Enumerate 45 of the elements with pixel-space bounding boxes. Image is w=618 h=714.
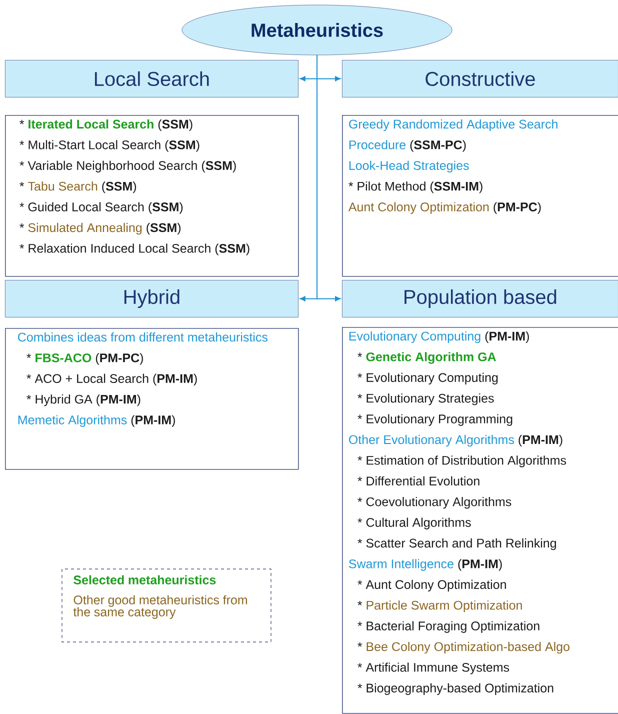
list-item: * Multi-Start Local Search (SSM)	[20, 140, 200, 152]
list-item: Memetic Algorithms (PM-IM)	[18, 415, 175, 427]
list-box	[342, 327, 618, 714]
list-item: * ACO + Local Search (PM-IM)	[26, 374, 197, 386]
list-item: Look-Head Strategies	[349, 160, 469, 172]
list-item: * Artificial Immune Systems	[358, 662, 510, 674]
list-item: * Iterated Local Search (SSM)	[20, 119, 192, 132]
list-item: * Evolutionary Programming	[358, 414, 512, 426]
list-item: * Particle Swarm Optimization	[358, 600, 522, 612]
list-item: * Aunt Colony Optimization	[358, 580, 506, 592]
list-item: * Genetic Algorithm GA	[358, 352, 496, 364]
list-item: * Biogeography-based Optimization	[358, 683, 554, 695]
list-item: * Bacterial Foraging Optimization	[358, 621, 540, 633]
list-item: Other Evolutionary Algorithms (PM-IM)	[349, 434, 562, 447]
connector-arrow	[316, 54, 341, 302]
list-item: * Hybrid GA (PM-IM)	[26, 394, 140, 406]
list-item: * Evolutionary Computing	[358, 372, 498, 384]
list-item: * Evolutionary Strategies	[358, 394, 494, 406]
category-header: Hybrid	[5, 280, 298, 318]
list-item: Swarm Intelligence (PM-IM)	[348, 559, 502, 571]
list-item: * Simulated Annealing (SSM)	[20, 222, 180, 235]
list-item: * Tabu Search (SSM)	[20, 182, 136, 194]
list-box	[342, 115, 618, 277]
list-item: * Differential Evolution	[358, 476, 480, 486]
legend-entry: Other good metaheuristics from the same category	[73, 595, 247, 619]
list-item: * Cultural Algorithms	[358, 518, 471, 530]
list-item: * Pilot Method (SSM-IM)	[348, 182, 482, 194]
list-item: Greedy Randomized Adaptive Search Procedure (SSM-PC)	[349, 119, 558, 152]
list-item: * Scatter Search and Path Relinking	[358, 538, 556, 550]
list-item: * Variable Neighborhood Search (SSM)	[20, 160, 236, 172]
list-item: * Relaxation Induced Local Search (SSM)	[20, 244, 250, 256]
legend-entry: Selected metaheuristics	[74, 575, 216, 584]
list-item: * Estimation of Distribution Algorithms	[358, 456, 566, 468]
list-item: * Guided Local Search (SSM)	[20, 202, 183, 214]
list-item: Evolutionary Computing (PM-IM)	[349, 331, 529, 344]
list-item: * Coevolutionary Algorithms	[358, 497, 512, 509]
list-box	[5, 115, 299, 277]
list-item: Aunt Colony Optimization (PM-PC)	[348, 202, 541, 214]
list-item: * Bee Colony Optimization-based Algo	[358, 642, 570, 654]
list-item: Combines ideas from different metaheuristics	[18, 332, 268, 342]
category-header: Constructive	[342, 60, 618, 98]
list-box	[5, 328, 299, 470]
list-item: * FBS-ACO (PM-PC)	[26, 353, 143, 365]
category-header: Local Search	[5, 60, 298, 98]
category-header: Population based	[342, 280, 618, 318]
